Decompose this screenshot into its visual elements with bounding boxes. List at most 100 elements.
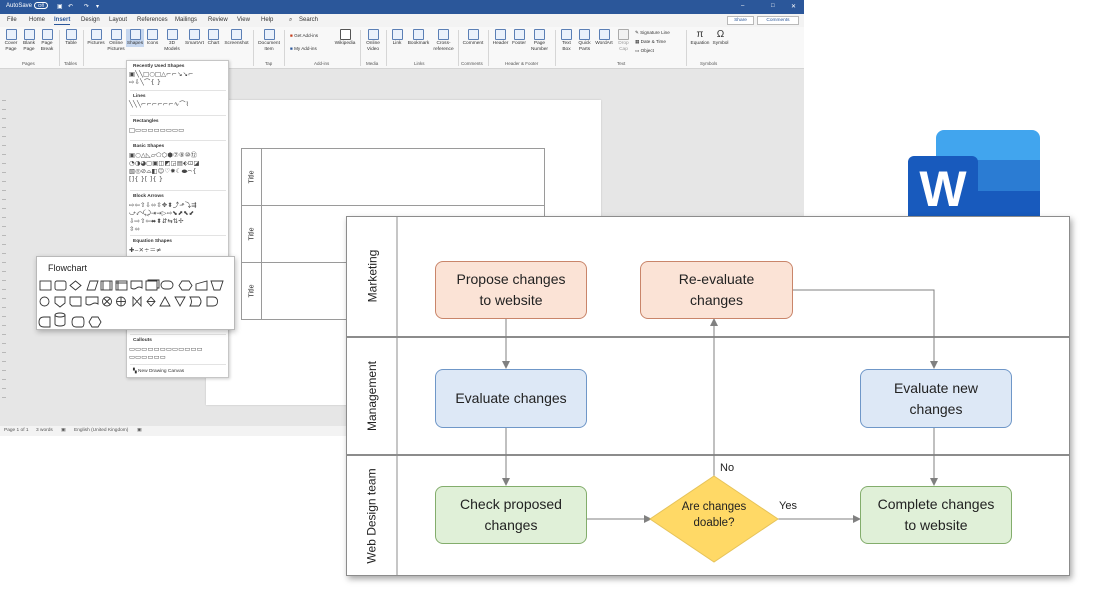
quick-parts-button[interactable]: Quick Parts (576, 29, 593, 52)
word-count[interactable]: 3 words (36, 428, 53, 433)
decision-diamond[interactable] (649, 475, 779, 563)
basic-shapes-row[interactable]: ▧◎⊘⌓◧☺♡✸☾⬬⌒{ (129, 168, 197, 175)
maximize-icon[interactable]: □ (771, 3, 775, 9)
table-button[interactable]: Table (63, 29, 79, 47)
document-shape-icon[interactable] (130, 280, 143, 290)
drop-cap-button[interactable]: Drop Cap (615, 29, 632, 52)
tab-mailings[interactable]: Mailings (175, 17, 198, 23)
3d-models-button[interactable]: 3D Models (162, 29, 182, 52)
shapes-button[interactable]: Shapes (126, 29, 144, 47)
callouts-row[interactable]: ▭▭▭▭▭▭▭▭▭▭▭▭ (129, 346, 203, 353)
redo-icon[interactable]: ↷ (84, 4, 90, 10)
search-icon[interactable]: ⌕ (289, 17, 293, 23)
sequential-access-storage-shape-icon[interactable] (38, 316, 51, 328)
punched-tape-shape-icon[interactable] (85, 296, 99, 306)
multidocument-shape-icon[interactable] (145, 279, 160, 291)
extract-shape-icon[interactable] (159, 296, 171, 307)
bookmark-button[interactable]: Bookmark (406, 29, 431, 47)
block-arrows-row[interactable]: ⤻⤺⤹⤸⇥⇝▷⇨⬊⬈⬉⬋ (129, 210, 195, 217)
wordart-button[interactable]: WordArt (594, 29, 614, 47)
doc-lane[interactable]: Title (241, 148, 545, 206)
minimize-icon[interactable]: – (741, 3, 745, 9)
cover-page-button[interactable]: Cover Page (3, 29, 19, 52)
share-button[interactable]: Share (727, 16, 754, 25)
page-number-button[interactable]: Page Number (528, 29, 551, 52)
preparation-shape-icon[interactable] (178, 280, 193, 291)
link-button[interactable]: Link (389, 29, 405, 47)
tab-file[interactable]: File (7, 17, 17, 23)
alternate-process-shape-icon[interactable] (54, 280, 67, 291)
comment-button[interactable]: Comment (461, 29, 485, 47)
process-shape-icon[interactable] (39, 280, 52, 291)
page-count[interactable]: Page 1 of 1 (4, 428, 29, 433)
chart-button[interactable]: Chart (206, 29, 221, 47)
internal-storage-shape-icon[interactable] (115, 280, 128, 291)
document-item-button[interactable]: Document Item (256, 29, 282, 52)
stored-data-shape-icon[interactable] (189, 296, 202, 307)
recent-shapes-row[interactable]: ⇨⇩╲⌒{ } (129, 79, 162, 86)
smartart-button[interactable]: SmartArt (184, 29, 205, 47)
callouts-row[interactable]: ▭▭▭▭▭▭ (129, 354, 166, 361)
terminator-shape-icon[interactable] (160, 280, 174, 290)
wikipedia-button[interactable]: Wikipedia (333, 29, 357, 47)
display-shape-icon[interactable] (88, 316, 102, 328)
date-time-button[interactable]: ▦ Date & Time (635, 39, 666, 44)
tab-help[interactable]: Help (261, 17, 274, 23)
predefined-process-shape-icon[interactable] (100, 280, 113, 291)
tab-review[interactable]: Review (208, 17, 228, 23)
search-box[interactable]: Search (299, 17, 319, 23)
tab-references[interactable]: References (137, 17, 168, 23)
merge-shape-icon[interactable] (174, 296, 186, 307)
accessibility-icon[interactable]: ▣ (137, 428, 142, 433)
signature-line-button[interactable]: ✎ Signature Line (635, 30, 670, 35)
autosave-toggle[interactable]: Off (34, 2, 48, 9)
node-evaluate-changes[interactable]: Evaluate changes (435, 369, 587, 428)
offpage-connector-shape-icon[interactable] (54, 296, 66, 308)
decision-shape-icon[interactable] (69, 280, 82, 291)
comments-button[interactable]: Comments (757, 16, 799, 25)
close-icon[interactable]: ✕ (791, 4, 797, 10)
block-arrows-row[interactable]: ⇳⬄ (129, 226, 140, 233)
blank-page-button[interactable]: Blank Page (21, 29, 37, 52)
tab-layout[interactable]: Layout (109, 17, 128, 23)
new-drawing-canvas-item[interactable]: ▚ New Drawing Canvas (133, 369, 185, 374)
icons-button[interactable]: Icons (145, 29, 160, 47)
basic-shapes-row[interactable]: []{ }[ ]{ } (129, 176, 164, 183)
magnetic-disk-shape-icon[interactable] (54, 312, 66, 327)
summing-junction-shape-icon[interactable] (102, 296, 112, 307)
proofing-icon[interactable]: ▣ (61, 428, 66, 433)
page-break-button[interactable]: Page Break (39, 29, 55, 52)
tab-view[interactable]: View (237, 17, 250, 23)
text-box-button[interactable]: Text Box (558, 29, 575, 52)
recent-shapes-row[interactable]: ▣╲╲□○□△⌐⌐↘↘⌐ (129, 71, 194, 78)
data-shape-icon[interactable] (86, 280, 99, 291)
customize-icon[interactable]: ▾ (96, 4, 100, 10)
delay-shape-icon[interactable] (206, 296, 218, 307)
get-addins-button[interactable]: ■ Get Add-ins (290, 33, 319, 38)
tab-insert[interactable]: Insert (54, 17, 71, 25)
sort-shape-icon[interactable] (146, 296, 156, 307)
tab-home[interactable]: Home (29, 17, 46, 23)
block-arrows-row[interactable]: ⇩⇨⇧⇦⬌⬍⇵⇆⇅✢ (129, 218, 184, 225)
or-shape-icon[interactable] (116, 296, 126, 307)
undo-icon[interactable]: ↶ (68, 4, 74, 10)
header-button[interactable]: Header (491, 29, 510, 47)
object-button[interactable]: ▭ Object (635, 48, 654, 53)
direct-access-storage-shape-icon[interactable] (71, 316, 85, 328)
manual-operation-shape-icon[interactable] (210, 280, 224, 291)
online-pictures-button[interactable]: Online Pictures (107, 29, 125, 52)
screenshot-button[interactable]: Screenshot (223, 29, 250, 47)
basic-shapes-row[interactable]: ◔◑◕▢▣◫◩◲▤⬖⊡◪ (129, 160, 200, 167)
my-addins-button[interactable]: ■ My Add-ins (290, 46, 317, 51)
rectangles-row[interactable]: □▭▭▭▭▭▭▭▭ (129, 127, 185, 134)
footer-button[interactable]: Footer (510, 29, 528, 47)
block-arrows-row[interactable]: ⇨⇦⇧⇩⬄⇳✥⬍⤴⬏⤵⇶ (129, 202, 197, 209)
manual-input-shape-icon[interactable] (195, 280, 208, 291)
card-shape-icon[interactable] (69, 296, 82, 307)
save-icon[interactable]: ▣ (57, 4, 63, 10)
